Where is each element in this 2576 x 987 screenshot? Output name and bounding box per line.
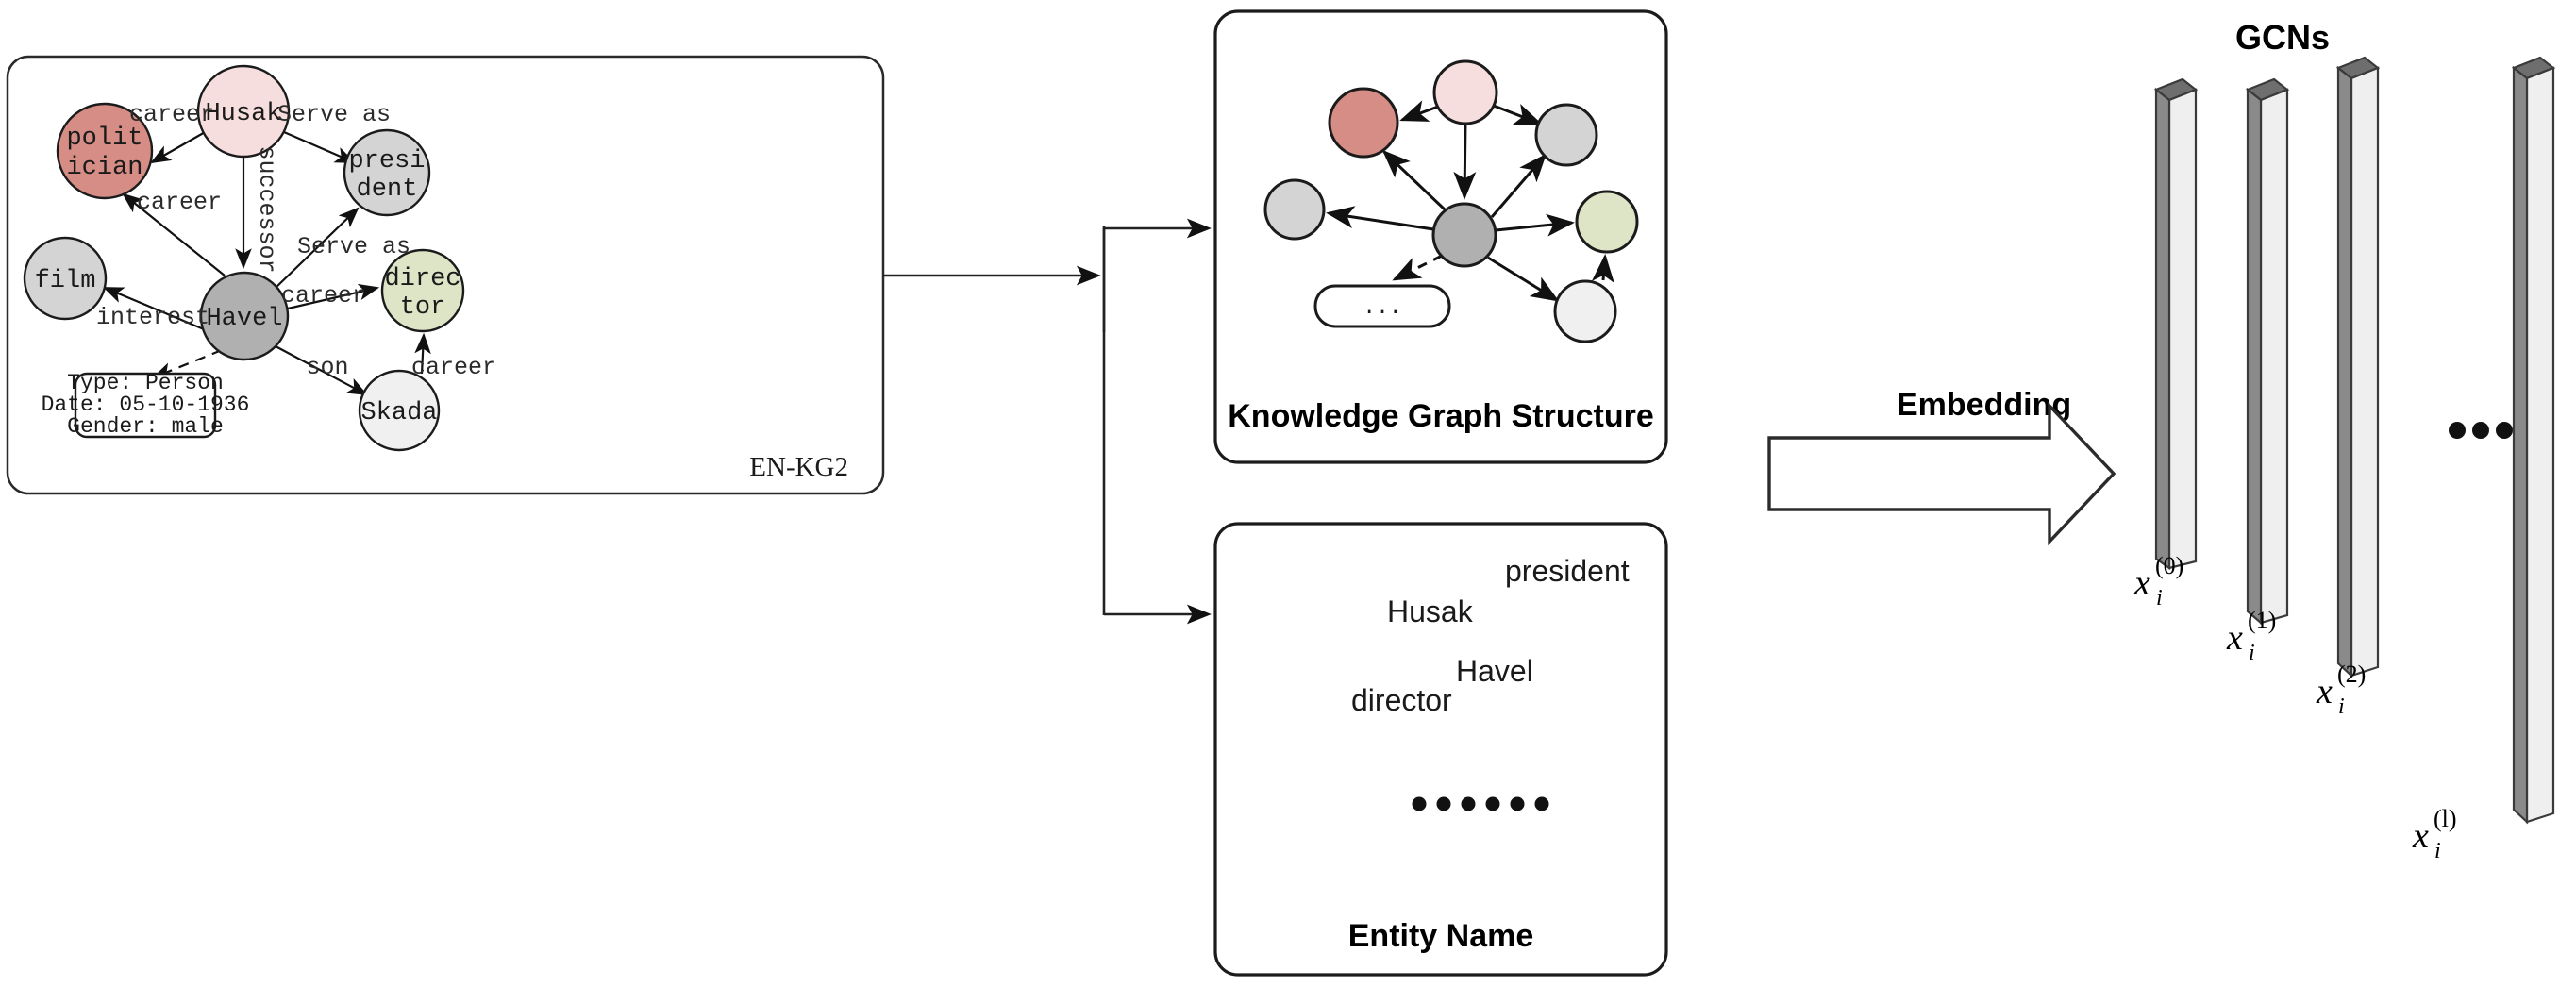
kgs-node-pink[interactable] [1432,59,1498,125]
embedding-arrow [1767,401,2116,546]
node-president[interactable]: presi dent [343,128,431,217]
kgs-node-red[interactable] [1328,87,1399,159]
entity-word-havel: Havel [1456,654,1533,688]
attribute-box[interactable]: Type: Person Date: 05-10-1936 Gender: ma… [42,371,250,439]
edge-label-havel-president: Serve as [297,233,410,260]
xl-sub: i [2434,839,2441,863]
entity-word-director: director [1351,683,1452,717]
gcn-slab-1[interactable] [2245,77,2290,626]
gcns-title: GCNs [2235,18,2330,57]
x2-sub: i [2338,694,2345,719]
kg-structure-title: Knowledge Graph Structure [1228,398,1654,434]
edge-havel-president [275,207,360,289]
edge-label-skada-director: career [411,354,496,381]
node-film-label: film [35,267,96,295]
x1-base: x [2226,618,2243,658]
kgs-node-white[interactable] [1553,279,1617,343]
edge-label-husak-president: Serve as [277,101,391,128]
edge-label-havel-skada: son [306,354,348,381]
kgs-edge-center-grayL [1326,206,1434,231]
node-havel-label: Havel [206,305,282,333]
edge-label-havel-politician: career [137,189,222,216]
entity-word-president: president [1505,554,1630,588]
edge-havel-skada [275,345,368,396]
edge-havel-film [102,286,205,331]
attribute-line-gender: Gender: male [67,414,224,439]
kgs-node-green[interactable] [1575,190,1639,254]
kgs-edge-center-grayTR [1490,153,1547,218]
entity-name-title: Entity Name [1348,918,1534,954]
kgs-edge-pink-grayTR [1493,104,1543,125]
x2-sup: (2) [2337,661,2366,688]
node-director[interactable]: direc tor [380,248,465,333]
attribute-line-date: Date: 05-10-1936 [42,393,250,417]
edge-label-husak-havel: successor [253,145,280,273]
x0-sup: (0) [2155,552,2183,579]
xl-sup: (l) [2434,805,2457,832]
kgs-ellipsis-label: ... [1363,295,1401,320]
kgs-node-gray-left[interactable] [1263,178,1326,241]
edge-husak-president [283,130,357,164]
kg-structure-nodes [1263,59,1639,343]
entity-name-frame [1213,522,1668,977]
x0-base: x [2133,563,2150,603]
node-havel[interactable]: Havel [199,271,290,361]
kg-nodes: polit ician Husak presi dent film Havel … [23,64,465,452]
edge-havel-politician [122,192,226,276]
gcn-slab-l[interactable] [2511,56,2556,825]
node-politician[interactable]: polit ician [56,102,154,200]
node-director-line2: tor [400,293,446,322]
kgs-edge-pink-red [1399,100,1439,122]
node-politician-line1: polit [66,125,142,153]
x2-base: x [2316,672,2333,711]
gcn-slab-2[interactable] [2335,56,2381,678]
kgs-edge-center-green [1495,213,1575,237]
kgs-node-gray-top-right[interactable] [1534,103,1598,167]
kgs-edge-pink-center [1453,123,1477,200]
embedding-label: Embedding [1897,387,2071,423]
attribute-line-type: Type: Person [67,371,224,395]
edge-skada-director [414,332,431,375]
edge-label-husak-politician: career [129,101,214,128]
kgs-ellipsis-box[interactable]: ... [1313,284,1451,328]
node-politician-line2: ician [66,154,142,182]
node-skada-label: Skada [360,399,437,427]
gcn-slab-0[interactable] [2153,77,2199,571]
node-film[interactable]: film [23,236,108,321]
kgs-node-gray-center[interactable] [1431,202,1497,268]
gcn-ellipsis [2449,422,2513,439]
node-skada[interactable]: Skada [358,369,441,452]
x1-sup: (1) [2248,607,2276,634]
kgs-edge-center-ellipsisbox [1392,254,1443,281]
gcn-layer-label-2: x i (2) [2316,661,2366,719]
kgs-edge-center-white [1487,256,1560,302]
x1-sub: i [2249,641,2255,665]
gcn-layer-label-0: x i (0) [2133,552,2183,611]
kg-structure-edges [1326,100,1614,302]
entity-ellipsis [1412,796,1549,811]
node-husak[interactable]: Husak [196,64,291,159]
kg-edge-labels: career Serve as successor career Serve a… [96,101,496,381]
edge-label-havel-director: career [281,282,366,309]
kgs-edge-center-red [1381,149,1447,211]
node-president-line1: presi [348,147,425,176]
kg-dataset-tag: EN-KG2 [749,452,848,482]
gcn-layer-label-l: x i (l) [2412,805,2457,863]
edge-havel-director [287,283,380,310]
xl-base: x [2412,816,2429,856]
flow-connector [883,218,1212,625]
edge-label-havel-film: interest [96,304,209,331]
node-president-line2: dent [357,176,418,204]
kgs-edge-white-green [1591,254,1614,283]
entity-word-husak: Husak [1387,594,1474,628]
node-husak-label: Husak [205,100,281,128]
node-director-line1: direc [384,265,460,293]
x0-sub: i [2156,586,2163,611]
edge-husak-politician [150,130,208,164]
gcn-layer-label-1: x i (1) [2226,607,2276,665]
